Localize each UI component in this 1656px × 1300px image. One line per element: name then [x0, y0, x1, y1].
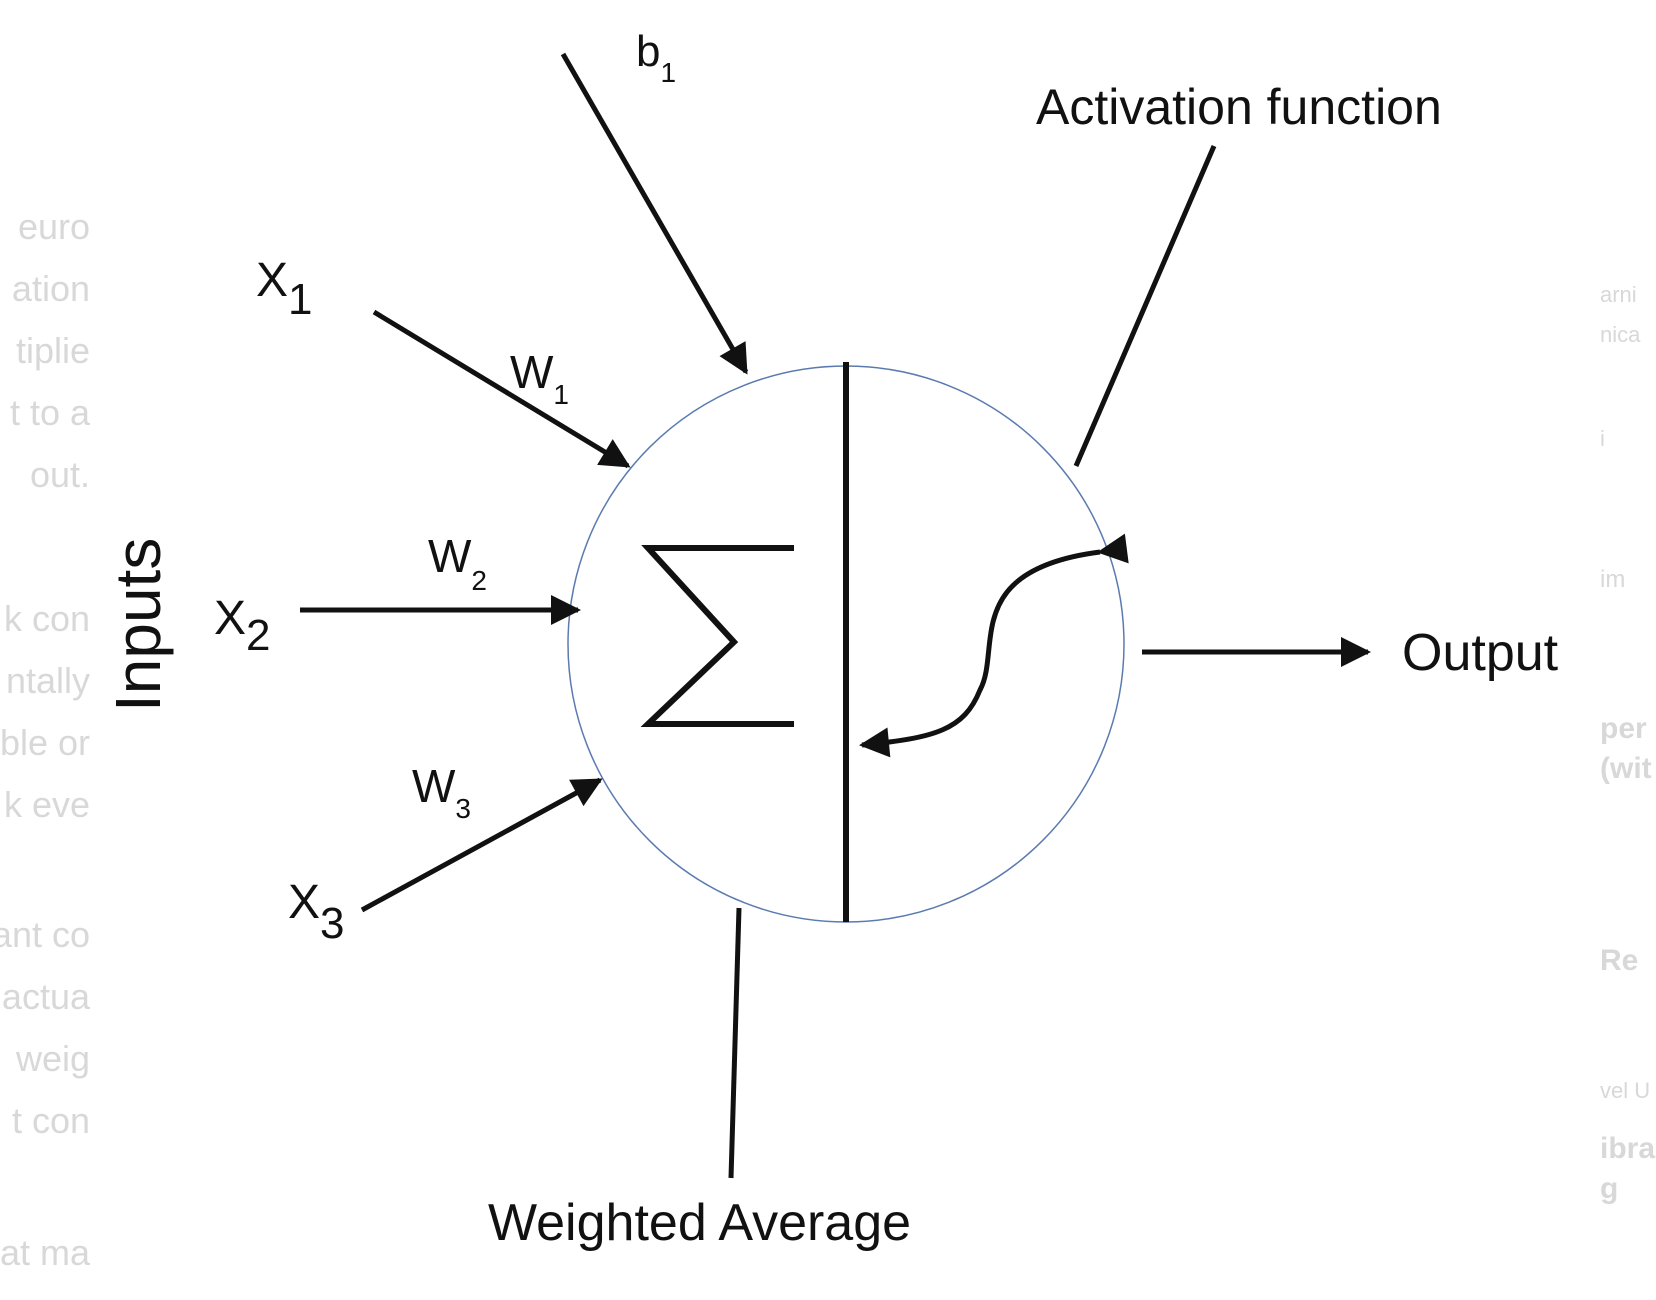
- background-fragment: tiplie: [15, 330, 90, 371]
- background-fragment: t to a: [9, 392, 90, 433]
- background-fragment: ble or: [0, 722, 90, 763]
- background-fragment: actua: [1, 976, 90, 1017]
- background-fragment: vel U: [1600, 1078, 1651, 1103]
- w1-label: W1: [510, 346, 569, 410]
- sigmoid-curve-icon: [859, 533, 1129, 758]
- x3-label: X3: [288, 876, 345, 948]
- output-label: Output: [1402, 624, 1559, 682]
- background-text-right: arni nica i im per (wit Re vel U ibra g: [1600, 0, 1656, 1300]
- bias-label: b1: [636, 27, 676, 88]
- background-fragment: weig: [15, 1038, 90, 1079]
- background-fragment: ant co: [0, 914, 90, 955]
- background-fragment: euro: [17, 206, 90, 247]
- background-fragment: g: [1600, 1172, 1619, 1205]
- bias-arrow: [560, 52, 749, 375]
- activation-leader-line: [1073, 145, 1217, 467]
- weighted-average-leader-line: [728, 907, 742, 1179]
- background-fragment: per: [1600, 712, 1647, 745]
- background-fragment: Re: [1600, 944, 1639, 977]
- background-fragment: out.: [29, 454, 90, 495]
- background-fragment: (wit: [1600, 752, 1652, 785]
- background-fragment: i: [1600, 426, 1605, 451]
- w2-label: W2: [428, 530, 487, 596]
- weighted-average-label: Weighted Average: [488, 1194, 911, 1252]
- input-arrow-x3: [360, 777, 603, 913]
- background-fragment: ibra: [1600, 1132, 1656, 1165]
- w3-label: W3: [412, 760, 471, 824]
- background-fragment: at ma: [0, 1232, 90, 1273]
- background-fragment: ntally: [5, 660, 90, 701]
- background-fragment: t con: [11, 1100, 90, 1141]
- inputs-label: Inputs: [102, 538, 174, 712]
- x1-label: X1: [256, 254, 313, 324]
- summation-icon: [640, 545, 794, 727]
- input-arrow-x1: [372, 309, 631, 469]
- background-fragment: ation: [11, 268, 90, 309]
- background-fragment: k con: [3, 598, 90, 639]
- background-text-left: euro ation tiplie t to a out. k con ntal…: [0, 0, 90, 1300]
- background-fragment: im: [1600, 566, 1626, 593]
- background-fragment: nica: [1600, 322, 1641, 347]
- activation-function-label: Activation function: [1036, 79, 1442, 135]
- x2-label: X2: [214, 592, 271, 660]
- background-fragment: arni: [1600, 282, 1637, 307]
- background-fragment: k eve: [3, 784, 90, 825]
